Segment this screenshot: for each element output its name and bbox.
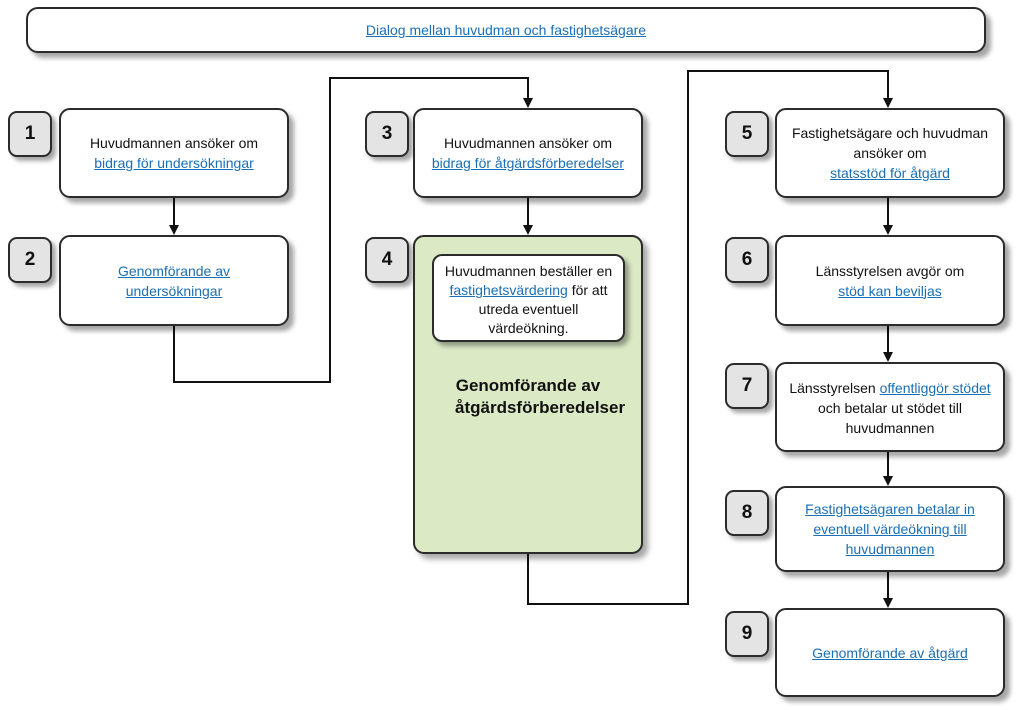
step-8-link[interactable]: Fastighetsägaren betalar in eventuell vä… [805, 501, 975, 557]
step-9-link[interactable]: Genomförande av åtgärd [812, 644, 968, 661]
step-7-link[interactable]: offentliggör stödet [879, 380, 991, 396]
step-5-text: Fastighetsägare och huvudman ansöker om [791, 125, 989, 161]
step-5-link[interactable]: statsstöd för åtgärd [830, 165, 950, 181]
step-8-box: Fastighetsägaren betalar in eventuell vä… [775, 486, 1005, 572]
step-6-box: Länsstyrelsen avgör om stöd kan beviljas [775, 235, 1005, 326]
step-4-inner-link[interactable]: fastighetsvärdering [449, 282, 568, 298]
step-6-text: Länsstyrelsen avgör om [815, 262, 965, 279]
step-2-number: 2 [8, 237, 52, 283]
step-8-number: 8 [725, 490, 769, 536]
arrow-4-to-5 [527, 70, 893, 605]
step-1-link[interactable]: bidrag för undersökningar [94, 155, 254, 171]
step-4-box: Huvudmannen beställer en fastighetsvärde… [413, 235, 643, 554]
step-3-number: 3 [365, 111, 409, 157]
header-banner: Dialog mellan huvudman och fastighetsäga… [26, 7, 986, 53]
header-link[interactable]: Dialog mellan huvudman och fastighetsäga… [365, 22, 647, 38]
step-4-inner-text-after: för att utreda eventuell värdeökning. [478, 282, 608, 336]
step-3-link[interactable]: bidrag för åtgärdsförberedelser [431, 155, 625, 171]
step-6-number: 6 [725, 237, 769, 283]
step-1-text: Huvudmannen ansöker om [89, 135, 259, 151]
step-4-inner-box: Huvudmannen beställer en fastighetsvärde… [432, 254, 625, 342]
step-7-text-after: och betalar ut stödet till huvudmannen [818, 400, 962, 436]
step-1-box: Huvudmannen ansöker om bidrag för unders… [59, 108, 289, 198]
step-7-number: 7 [725, 363, 769, 409]
arrow-2-to-3 [173, 77, 533, 383]
step-6-link[interactable]: stöd kan beviljas [838, 282, 942, 299]
step-2-box: Genomförande av undersökningar [59, 235, 289, 326]
step-9-box: Genomförande av åtgärd [775, 608, 1005, 697]
step-2-link[interactable]: Genomförande av undersökningar [117, 262, 231, 299]
step-7-text-before: Länsstyrelsen [789, 380, 876, 396]
step-4-title: Genomförande av åtgärdsförberedelser [455, 376, 626, 417]
step-5-box: Fastighetsägare och huvudman ansöker om … [775, 108, 1005, 198]
step-5-number: 5 [725, 111, 769, 157]
step-1-number: 1 [8, 111, 52, 157]
step-4-inner-text-before: Huvudmannen beställer en [444, 263, 613, 279]
step-9-number: 9 [725, 611, 769, 657]
step-7-box: Länsstyrelsen offentliggör stödet och be… [775, 362, 1005, 452]
step-3-box: Huvudmannen ansöker om bidrag för åtgärd… [413, 108, 643, 198]
step-4-number: 4 [365, 237, 409, 283]
step-3-text: Huvudmannen ansöker om [443, 135, 613, 151]
